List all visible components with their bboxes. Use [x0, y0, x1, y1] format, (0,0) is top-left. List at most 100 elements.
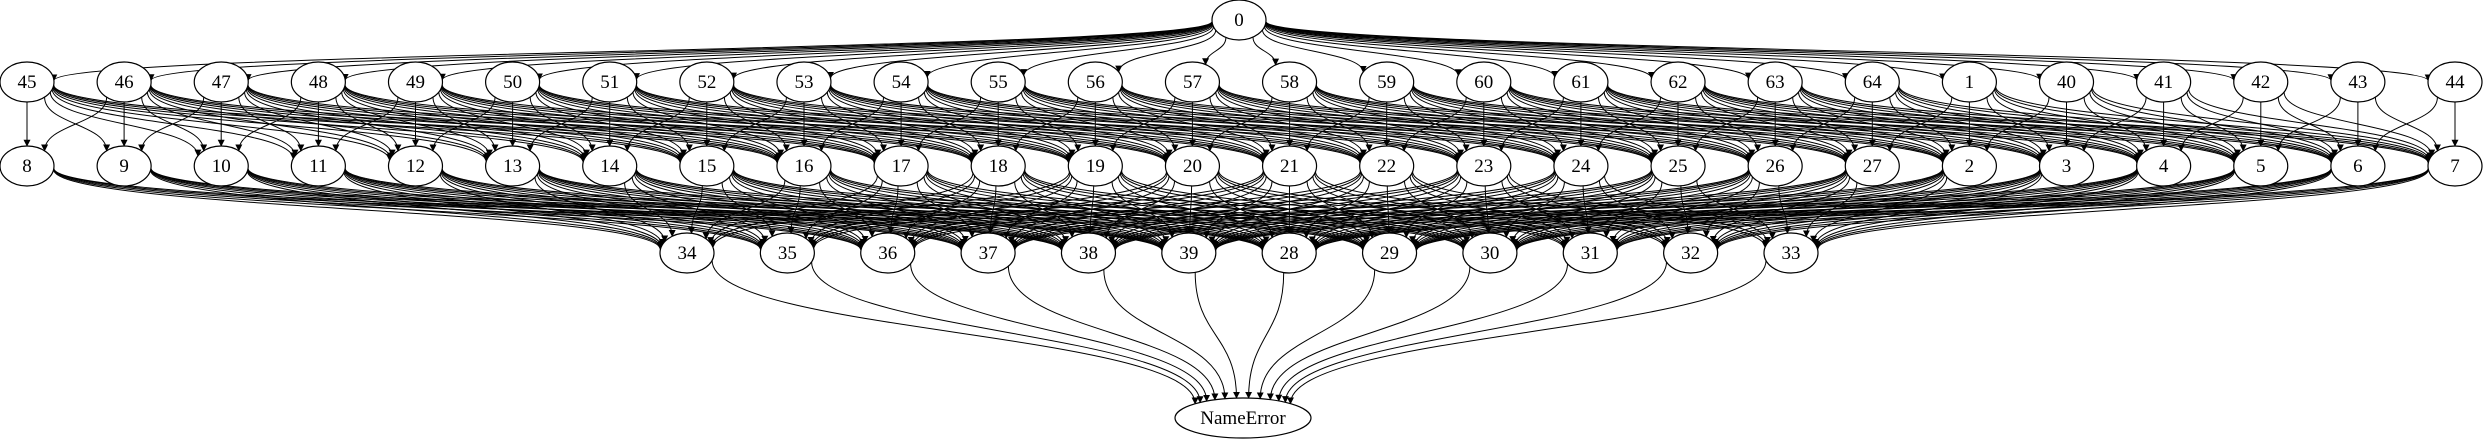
- node-label: 64: [1863, 72, 1883, 93]
- node-58: 58: [1261, 61, 1318, 103]
- edge-18-to-28: [1022, 173, 1268, 247]
- node-label: 60: [1474, 72, 1493, 93]
- node-ellipse: [484, 145, 541, 187]
- node-13: 13: [484, 145, 541, 187]
- node-label: 34: [678, 243, 698, 264]
- node-55: 55: [970, 61, 1026, 103]
- node-label: 23: [1474, 156, 1493, 177]
- node-label: 25: [1669, 156, 1688, 177]
- edge-8-to-34: [53, 169, 664, 251]
- edge-0-to-56: [1115, 29, 1217, 73]
- edge-21-to-35: [810, 170, 1264, 250]
- edge-40-to-2: [1983, 97, 2050, 152]
- node-ellipse: [1844, 61, 1900, 103]
- edge-1-to-27: [1886, 97, 1953, 152]
- edge-0-to-54: [923, 24, 1214, 78]
- node-37: 37: [960, 232, 1016, 274]
- node-label: 15: [697, 156, 716, 177]
- edge-0-to-57: [1202, 37, 1227, 66]
- edge-0-to-62: [1265, 23, 1655, 79]
- node-20: 20: [1164, 145, 1221, 187]
- node-label: 19: [1086, 156, 1105, 177]
- node-label: 48: [309, 72, 328, 93]
- node-label: 30: [1480, 243, 1499, 264]
- node-ellipse: [1456, 145, 1512, 187]
- node-label: 2: [1965, 156, 1975, 177]
- node-ellipse: [1164, 61, 1221, 103]
- node-44: 44: [2427, 61, 2483, 103]
- node-34: 34: [659, 232, 715, 274]
- node-ellipse: [1067, 145, 1123, 187]
- edge-4-to-28: [1312, 168, 2138, 251]
- node-ellipse: [193, 145, 249, 187]
- edge-46-to-8: [41, 97, 108, 152]
- edge-53-to-15: [720, 97, 787, 152]
- edge-52-to-14: [623, 97, 690, 152]
- edge-20-to-35: [809, 171, 1167, 249]
- node-ellipse: [776, 145, 832, 187]
- node-39: 39: [1161, 232, 1217, 274]
- edge-62-to-24: [1595, 97, 1661, 152]
- node-label: 55: [989, 72, 1008, 93]
- node-51: 51: [582, 61, 638, 103]
- node-label: 6: [2353, 156, 2363, 177]
- node-19: 19: [1067, 145, 1123, 187]
- node-ellipse: [1174, 397, 1312, 439]
- node-35: 35: [759, 232, 815, 274]
- node-ellipse: [2233, 145, 2289, 187]
- node-label: 17: [892, 156, 911, 177]
- node-15: 15: [679, 145, 735, 187]
- node-56: 56: [1067, 61, 1123, 103]
- edge-26-to-37: [1011, 168, 1749, 251]
- node-18: 18: [970, 145, 1026, 187]
- node-label: 9: [119, 156, 129, 177]
- edge-15-to-34: [688, 185, 703, 234]
- node-label: 22: [1377, 156, 1396, 177]
- node-ellipse: [1060, 232, 1117, 274]
- node-41: 41: [2136, 61, 2192, 103]
- edge-23-to-36: [910, 169, 1458, 250]
- node-ellipse: [2038, 61, 2095, 103]
- node-ellipse: [1161, 232, 1217, 274]
- node-ellipse: [1261, 232, 1317, 274]
- node-ellipse: [1650, 61, 1706, 103]
- node-label: 56: [1086, 72, 1105, 93]
- node-ellipse: [387, 61, 444, 103]
- edge-7-to-30: [1513, 168, 2429, 252]
- edge-19-to-29: [1119, 173, 1368, 247]
- node-label: 16: [794, 156, 813, 177]
- node-ellipse: [1361, 232, 1418, 274]
- node-label: 47: [212, 72, 231, 93]
- node-21: 21: [1261, 145, 1318, 187]
- node-17: 17: [873, 145, 929, 187]
- node-ellipse: [387, 145, 444, 187]
- node-label: 61: [1571, 72, 1590, 93]
- node-label: 42: [2251, 72, 2270, 93]
- node-10: 10: [193, 145, 249, 187]
- node-label: 37: [979, 243, 998, 264]
- edge-0-to-59: [1262, 29, 1367, 73]
- edge-48-to-10: [235, 97, 302, 152]
- edge-14-to-35: [631, 176, 769, 243]
- node-11: 11: [290, 145, 346, 187]
- edge-24-to-37: [1011, 169, 1555, 250]
- node-53: 53: [776, 61, 832, 103]
- node-label: 40: [2057, 72, 2076, 93]
- node-label: 52: [697, 72, 716, 93]
- node-24: 24: [1553, 145, 1609, 187]
- node-ellipse: [193, 61, 249, 103]
- edge-7-to-31: [1613, 168, 2429, 251]
- node-ellipse: [1747, 61, 1803, 103]
- node-16: 16: [776, 145, 832, 187]
- edge-38-to-NameError: [1103, 269, 1229, 400]
- node-ellipse: [1261, 145, 1318, 187]
- edge-49-to-11: [332, 97, 399, 152]
- node-60: 60: [1456, 61, 1512, 103]
- node-ellipse: [484, 61, 541, 103]
- node-label: 45: [18, 72, 37, 93]
- edge-9-to-34: [150, 169, 665, 250]
- edge-30-to-NameError: [1266, 266, 1471, 401]
- node-ellipse: [2330, 145, 2386, 187]
- node-label: 59: [1377, 72, 1396, 93]
